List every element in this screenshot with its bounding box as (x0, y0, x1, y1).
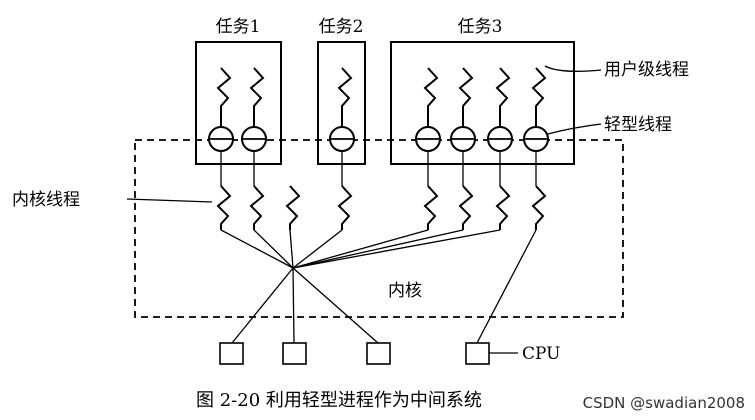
cpu-box (465, 342, 490, 365)
kernel-thread (531, 185, 547, 230)
cpu-box (366, 342, 391, 365)
lwp-circles (208, 126, 549, 152)
kernel-thread (285, 185, 301, 230)
cpu-label: CPU (522, 344, 560, 364)
kernel-label: 内核 (388, 281, 422, 301)
user-thread (249, 67, 265, 127)
kernel-threads (216, 185, 547, 230)
kernel-thread (495, 185, 511, 230)
user-thread (423, 67, 439, 127)
user-thread-label: 用户级线程 (604, 60, 689, 80)
task2-label: 任务2 (319, 17, 364, 37)
lwp-connectors (220, 152, 537, 186)
kernel-thread (423, 185, 439, 230)
task3-label: 任务3 (458, 17, 503, 37)
lwp-label: 轻型线程 (604, 115, 672, 135)
user-threads (216, 67, 547, 127)
kernel-thread-label: 内核线程 (12, 190, 80, 210)
cpu-box (219, 342, 244, 365)
figure-caption: 图 2-20 利用轻型进程作为中间系统 (196, 390, 482, 411)
user-thread (458, 67, 474, 127)
user-thread (216, 67, 232, 127)
task3-box (390, 41, 575, 165)
kernel-thread (458, 185, 474, 230)
kernel-thread (216, 185, 232, 230)
user-thread (495, 67, 511, 127)
cpu-row (219, 342, 490, 365)
cpu-box (282, 342, 307, 365)
task1-label: 任务1 (216, 17, 261, 37)
user-thread (531, 67, 547, 127)
task1-box (195, 41, 282, 165)
kernel-region (134, 139, 624, 318)
scheduler-lines (220, 229, 537, 344)
kernel-thread (337, 185, 353, 230)
kernel-thread (249, 185, 265, 230)
watermark: CSDN @swadian2008 (583, 394, 745, 412)
user-thread (337, 67, 353, 127)
